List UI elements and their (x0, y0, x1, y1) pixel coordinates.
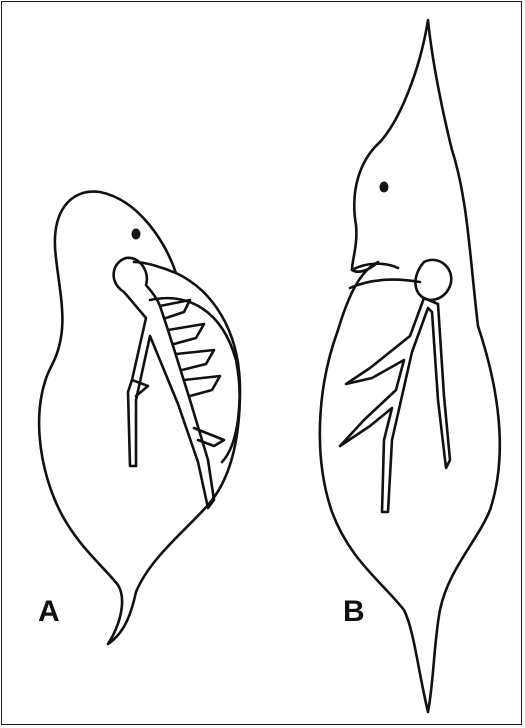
organism-a-limb-3 (176, 350, 214, 370)
panel-label-b: B (343, 597, 365, 627)
organism-b-eye (380, 182, 389, 193)
organism-b-mouth (352, 264, 398, 270)
organism-a-eye (132, 229, 141, 240)
organism-a-limb-1 (160, 300, 190, 318)
organism-a-limb-4 (184, 376, 220, 396)
organism-a-limb-5 (194, 428, 224, 446)
organism-a-antenna (114, 258, 214, 508)
organism-a-antenna-spur (132, 380, 148, 396)
organism-a-body-outline (39, 192, 240, 644)
panel-label-a: A (38, 597, 60, 627)
organism-a (39, 192, 240, 644)
organism-b-carapace-seam (350, 280, 420, 288)
organism-a-limb-2 (168, 324, 204, 344)
organism-b-antenna (340, 298, 450, 512)
organism-b-antenna-knob (415, 260, 451, 300)
